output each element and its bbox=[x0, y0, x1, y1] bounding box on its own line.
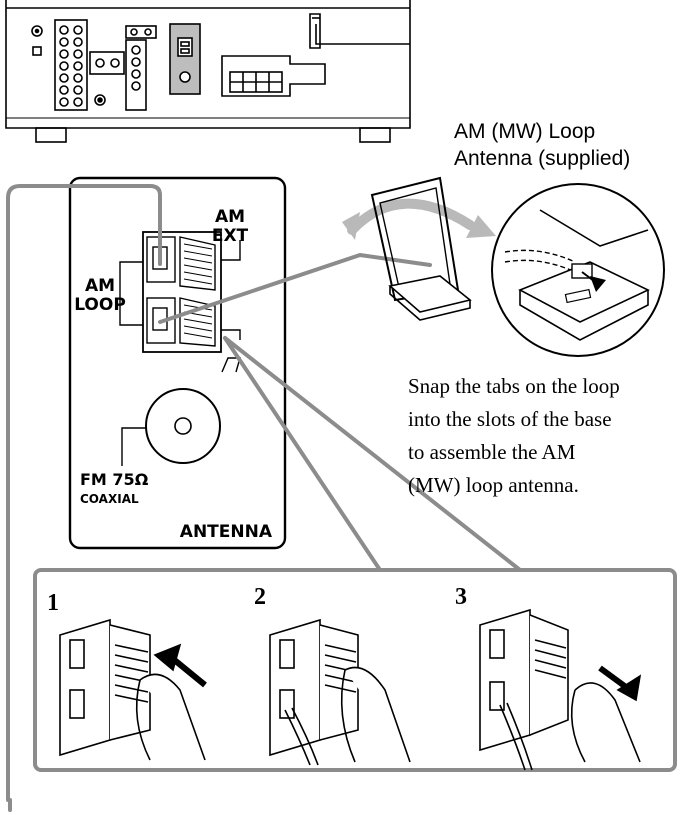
receiver-rear-panel bbox=[5, 0, 411, 143]
steps-box bbox=[33, 568, 677, 772]
caption-line-3: to assemble the AM bbox=[408, 440, 576, 464]
am-ext-label-line1: AM bbox=[215, 207, 245, 227]
fm-label-line1: FM 75Ω bbox=[80, 470, 149, 489]
caption-line-4: (MW) loop antenna. bbox=[408, 473, 579, 497]
caption-line-2: into the slots of the base bbox=[408, 407, 612, 431]
caption-line-1: Snap the tabs on the loop bbox=[408, 374, 620, 398]
magnified-detail bbox=[491, 183, 665, 357]
antenna-label: ANTENNA bbox=[180, 522, 273, 542]
rca-jack-grid bbox=[54, 19, 88, 111]
am-loop-antenna bbox=[342, 176, 496, 321]
am-loop-label-line2: LOOP bbox=[74, 295, 126, 315]
terminal-labels: AM EXT AM LOOP FM 75Ω COAXIAL ANTENNA bbox=[74, 207, 273, 542]
loop-title-line1: AM (MW) Loop bbox=[454, 120, 595, 143]
step-3-illustration bbox=[479, 608, 642, 771]
fm-label-line2: COAXIAL bbox=[80, 492, 139, 506]
loop-antenna-title: AM (MW) Loop Antenna (supplied) bbox=[454, 120, 630, 170]
step-1-illustration bbox=[59, 618, 207, 761]
step-number-2: 2 bbox=[254, 584, 266, 610]
antenna-terminal-panel bbox=[68, 176, 287, 550]
step-numbers: 1 2 3 bbox=[47, 584, 467, 616]
step-2-illustration bbox=[269, 618, 411, 766]
am-loop-label-line1: AM bbox=[85, 276, 115, 296]
step-number-1: 1 bbox=[47, 590, 59, 616]
am-ext-label-line2: EXT bbox=[212, 226, 249, 246]
antenna-wires bbox=[6, 184, 522, 812]
step-number-3: 3 bbox=[455, 584, 467, 610]
loop-title-line2: Antenna (supplied) bbox=[454, 147, 630, 170]
